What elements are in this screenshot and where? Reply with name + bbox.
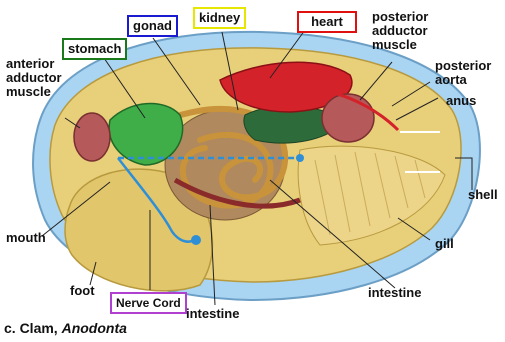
label-gonad: gonad [127,15,178,37]
label-foot: foot [70,284,95,298]
label-intestine-right: intestine [368,286,421,300]
label-heart: heart [297,11,357,33]
label-anterior-adductor-muscle: anterior adductor muscle [6,57,68,99]
label-intestine-bottom: intestine [186,307,239,321]
anterior-adductor-organ [74,113,110,161]
label-mouth: mouth [6,231,46,245]
label-shell: shell [468,188,498,202]
posterior-adductor-organ [322,94,374,142]
label-posterior-adductor-muscle: posterior adductor muscle [372,10,446,52]
label-nerve-cord: Nerve Cord [110,292,187,314]
nerve-ganglion [191,235,201,245]
label-kidney: kidney [193,7,246,29]
label-stomach: stomach [62,38,127,60]
label-posterior-aorta: posterior aorta [435,59,501,87]
label-gill: gill [435,237,454,251]
figure-caption: c. Clam, Anodonta [4,320,127,336]
nerve-ganglion-2 [296,154,304,162]
caption-genus: Anodonta [62,320,127,336]
label-anus: anus [446,94,476,108]
caption-prefix: c. Clam, [4,320,62,336]
